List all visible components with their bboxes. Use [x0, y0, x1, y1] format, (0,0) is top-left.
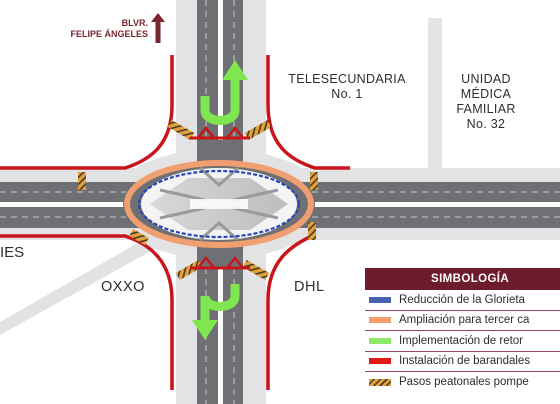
legend-item-label: Instalación de barandales	[399, 355, 531, 368]
umf-label: UNIDAD MÉDICA FAMILIAR No. 32	[431, 72, 541, 132]
green-line-icon	[369, 337, 391, 344]
umf-line-4: No. 32	[466, 117, 506, 131]
oxxo-label: OXXO	[101, 279, 145, 295]
blue-line-icon	[369, 296, 391, 303]
telesecundaria-line-2: No. 1	[331, 87, 363, 101]
umf-line-3: FAMILIAR	[456, 102, 516, 116]
legend: SIMBOLOGÍA Reducción de la Glorieta Ampl…	[365, 268, 560, 398]
left-place-label: IES	[0, 244, 25, 261]
umf-line-2: MÉDICA	[460, 87, 512, 101]
barrier-markers	[190, 125, 250, 270]
street-label-line-1: BLVR.	[121, 18, 148, 28]
striped-line-icon	[369, 378, 391, 386]
legend-item-label: Implementación de retor	[399, 334, 524, 347]
legend-item-u-turn: Implementación de retor	[365, 331, 560, 352]
street-label-line-2: FELIPE ÁNGELES	[70, 29, 148, 39]
red-line-icon	[369, 358, 391, 365]
legend-item-third-lane: Ampliación para tercer ca	[365, 311, 560, 331]
u-turn-arrows	[200, 78, 240, 322]
telesecundaria-line-1: TELESECUNDARIA	[288, 72, 406, 86]
u-turn-arrowhead-north-icon	[222, 60, 248, 80]
dhl-label: DHL	[294, 279, 325, 295]
legend-item-label: Reducción de la Glorieta	[399, 293, 525, 306]
roundabout	[123, 161, 315, 247]
legend-item-crosswalks: Pasos peatonales pompe	[365, 372, 560, 393]
legend-item-barriers: Instalación de barandales	[365, 352, 560, 372]
reduced-roundabout-outline	[137, 169, 301, 239]
barriers	[0, 55, 350, 390]
north-arrow-icon	[151, 13, 165, 43]
umf-line-1: UNIDAD	[461, 72, 511, 86]
street-label: BLVR. FELIPE ÁNGELES	[38, 18, 148, 40]
u-turn-arrowhead-south-icon	[192, 320, 218, 340]
legend-item-label: Ampliación para tercer ca	[399, 314, 530, 327]
crosswalks	[78, 120, 318, 280]
legend-title: SIMBOLOGÍA	[365, 268, 560, 290]
orange-line-icon	[369, 317, 391, 324]
legend-item-reduction: Reducción de la Glorieta	[365, 290, 560, 311]
third-lane-ring	[124, 160, 314, 248]
telesecundaria-label: TELESECUNDARIA No. 1	[282, 72, 412, 102]
legend-item-label: Pasos peatonales pompe	[399, 376, 529, 389]
